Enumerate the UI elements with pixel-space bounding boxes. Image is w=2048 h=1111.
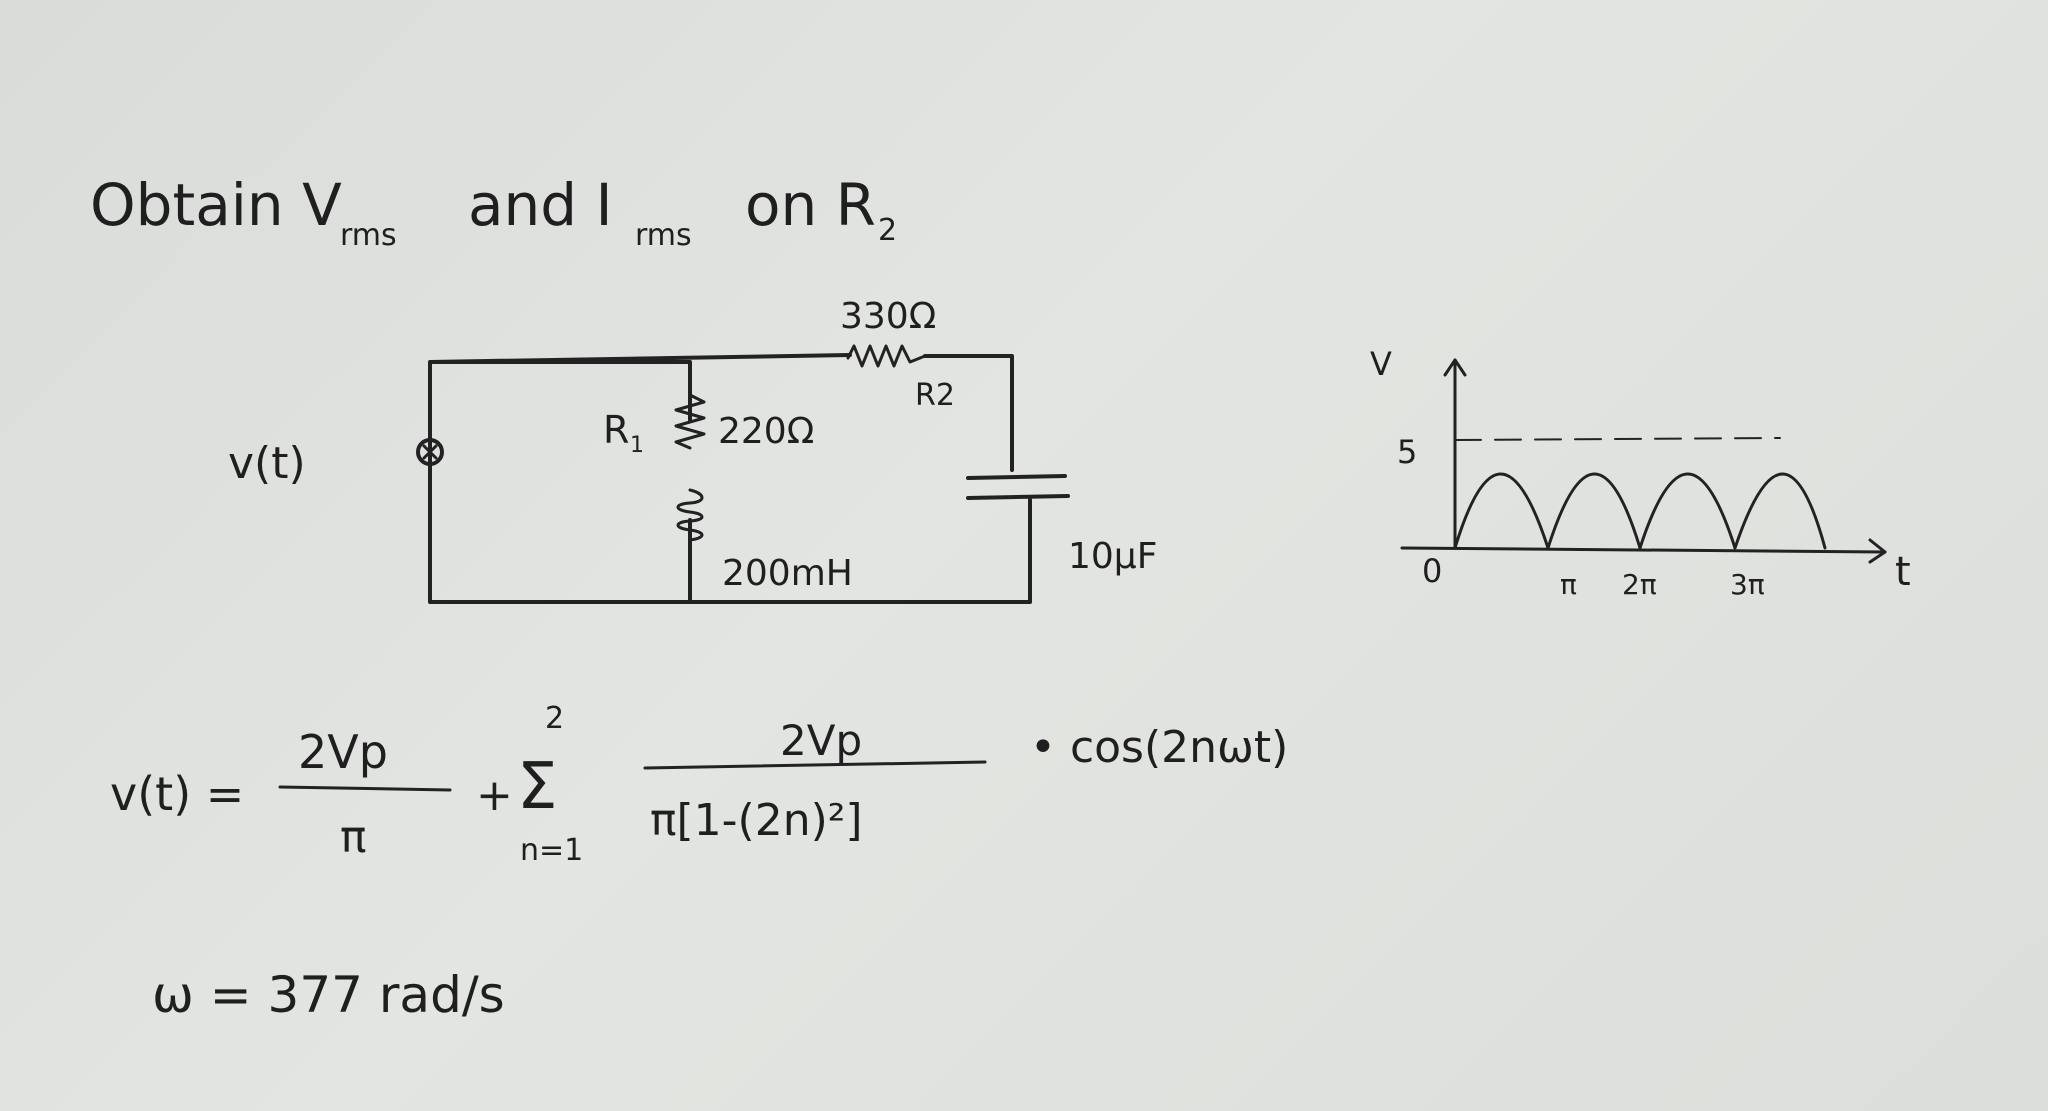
problem-prefix: Obtain V: [90, 171, 342, 239]
equation-lhs: v(t) =: [110, 767, 244, 821]
summation-icon: Σ: [517, 750, 557, 824]
voltage-source-icon: [416, 438, 444, 466]
vrms-subscript: rms: [340, 218, 397, 253]
capacitor-value: 10μF: [1068, 536, 1157, 577]
y-tick-peak: 5: [1397, 433, 1417, 471]
sum-upper-limit: 2: [545, 701, 564, 736]
y-axis-label: V: [1370, 345, 1392, 383]
omega-value: ω = 377 rad/s: [152, 966, 505, 1024]
problem-on: on R: [745, 171, 876, 239]
term1-denominator: π: [340, 812, 367, 863]
plus-sign: +: [476, 770, 513, 821]
r1-resistor-icon: [674, 393, 706, 450]
sum-lower-limit: n=1: [520, 833, 583, 868]
x-axis-label: t: [1895, 549, 1911, 595]
r2-resistor-icon: [846, 344, 927, 368]
term2-numerator: 2Vp: [780, 716, 862, 765]
irms-subscript: rms: [635, 218, 692, 253]
r2-value: 330Ω: [840, 296, 936, 337]
r1-subscript: 1: [630, 433, 644, 458]
x-tick-2pi: 2π: [1622, 568, 1657, 601]
r1-label: R: [603, 408, 629, 452]
circuit-wires: [428, 353, 1032, 604]
term2-denominator: π[1-(2n)²]: [650, 795, 863, 846]
x-axis-arrow-icon: [1868, 538, 1887, 564]
circuit-diagram: v(t) R 1 220Ω 200mH 330Ω R2 10μF: [228, 296, 1157, 604]
source-label: v(t): [228, 438, 306, 489]
origin-label: 0: [1422, 552, 1442, 590]
x-tick-pi: π: [1560, 568, 1577, 601]
term2-fraction-bar: [643, 760, 987, 770]
waveform-sketch: V 5 0 π 2π 3π t: [1370, 345, 1911, 601]
capacitor-icon: [966, 474, 1070, 512]
waveform-x-axis: [1400, 546, 1887, 554]
r2-label: R2: [915, 378, 955, 413]
peak-dashed-line: [1454, 437, 1781, 441]
fourier-equation: v(t) = 2Vp π + 2 Σ n=1 2Vp π[1-(2n)²] • …: [110, 701, 1288, 868]
term1-numerator: 2Vp: [298, 725, 388, 779]
rectified-wave: [1453, 472, 1827, 550]
problem-and: and I: [468, 171, 613, 239]
inductor-value: 200mH: [722, 553, 853, 594]
term1-fraction-bar: [278, 785, 452, 792]
x-tick-3pi: 3π: [1730, 568, 1765, 601]
cos-term: • cos(2nωt): [1030, 722, 1288, 773]
inductor-icon: [676, 488, 704, 547]
problem-statement: Obtain V rms and I rms on R 2: [90, 171, 897, 253]
y-axis-arrow-icon: [1443, 358, 1467, 377]
r1-value: 220Ω: [718, 411, 814, 452]
r2-subscript: 2: [878, 213, 897, 248]
